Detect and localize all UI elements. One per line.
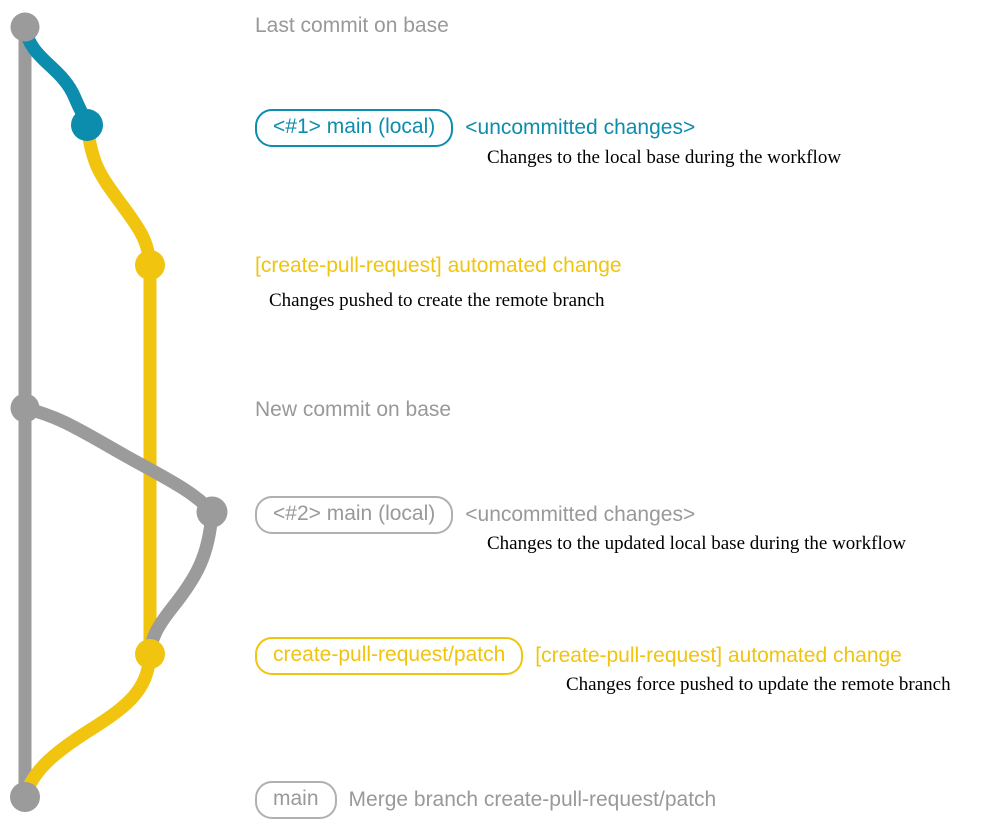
commit-node-local-1[interactable] — [71, 109, 103, 141]
commit-node-last-commit-on-base[interactable] — [10, 12, 40, 42]
edge-automated-2-to-merge — [18, 647, 157, 804]
commit-node-automated-1[interactable] — [135, 250, 165, 280]
ref-tag-main-local-2[interactable]: <#2> main (local) — [255, 496, 454, 534]
edge-local-2-to-automated-2 — [143, 505, 219, 661]
commit-subject-automated-2: [create-pull-request] automated change — [535, 644, 902, 667]
commit-note-local-1: Changes to the local base during the wor… — [487, 147, 842, 168]
commit-subject-new-commit-on-base: New commit on base — [255, 398, 452, 421]
ref-tag-create-pull-request-patch[interactable]: create-pull-request/patch — [255, 637, 524, 675]
commit-subject-merge: Merge branch create-pull-request/patch — [348, 788, 717, 811]
commit-subject-automated-1: [create-pull-request] automated change — [255, 254, 622, 277]
ref-tag-main[interactable]: main — [255, 781, 337, 819]
commit-row-merge: main Merge branch create-pull-request/pa… — [255, 781, 716, 819]
commit-row-local-2: <#2> main (local) <uncommitted changes> — [255, 496, 695, 534]
commit-subject-local-1: <uncommitted changes> — [465, 116, 696, 139]
commit-row-automated-2: create-pull-request/patch [create-pull-r… — [255, 637, 902, 675]
commit-note-automated-1: Changes pushed to create the remote bran… — [269, 290, 605, 311]
commit-row-local-1: <#1> main (local) <uncommitted changes> — [255, 109, 695, 147]
commit-subject-local-2: <uncommitted changes> — [465, 503, 696, 526]
commit-note-local-2: Changes to the updated local base during… — [487, 533, 906, 554]
commit-node-merge[interactable] — [10, 782, 40, 812]
commit-node-local-2[interactable] — [196, 496, 228, 528]
edge-local-1-to-automated-1 — [80, 118, 157, 272]
commit-row-automated-1: [create-pull-request] automated change — [255, 254, 622, 278]
commit-node-automated-2[interactable] — [135, 639, 165, 669]
commit-node-new-commit-on-base[interactable] — [10, 393, 40, 423]
commit-note-automated-2: Changes force pushed to update the remot… — [566, 674, 951, 695]
ref-tag-main-local-1[interactable]: <#1> main (local) — [255, 109, 454, 147]
edge-base-2-to-local-2 — [18, 401, 219, 519]
commit-subject-last-commit-on-base: Last commit on base — [255, 14, 449, 37]
